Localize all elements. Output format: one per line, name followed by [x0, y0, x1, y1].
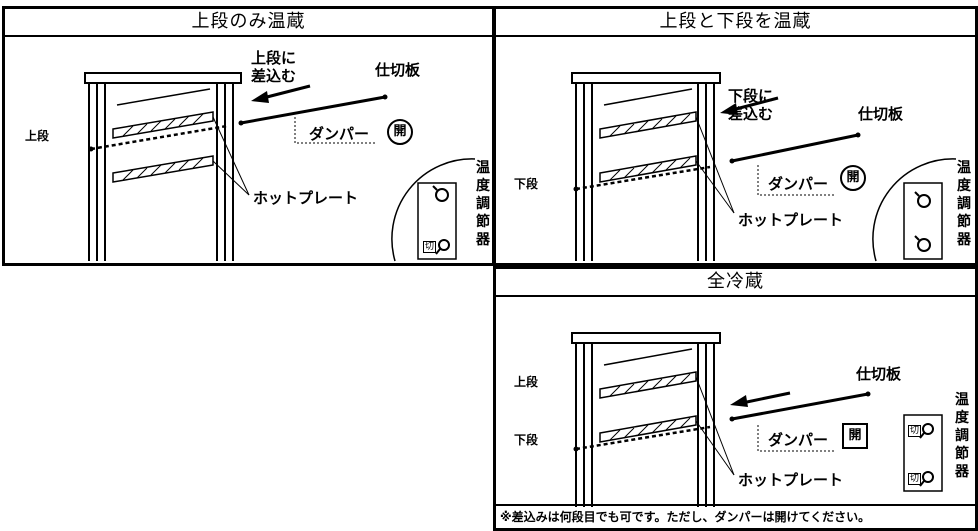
damper-open-badge: 開 [387, 119, 413, 145]
shelf-label: 上段 [25, 129, 50, 143]
switch-off-label-lower: 切 [908, 473, 922, 485]
damper-label: ダンパー [309, 125, 370, 143]
panel-title: 上段のみ温蔵 [5, 9, 492, 37]
partition-inserted [575, 165, 711, 191]
controller-label: 温 度 調 節 器 [956, 159, 972, 249]
hotplate-label: ホットプレート [738, 471, 844, 489]
controller-char: 調 [476, 196, 490, 212]
controller-char: 調 [955, 428, 969, 444]
switch-off-label: 切 [423, 241, 437, 253]
shelf-label: 下段 [514, 177, 539, 191]
controller-char: 温 [476, 160, 490, 176]
partition-label: 仕切板 [858, 105, 904, 123]
controller-char: 器 [955, 464, 969, 480]
controller-char: 度 [957, 178, 971, 194]
controller-char: 器 [476, 232, 490, 248]
hotplate-lower [599, 415, 697, 443]
partition-label: 仕切板 [856, 365, 902, 383]
partition-board [731, 392, 869, 421]
controller-label: 温 度 調 節 器 [475, 159, 491, 249]
controller-char: 器 [957, 232, 971, 248]
cabinet-diagram [84, 72, 476, 262]
damper-label: ダンパー [768, 175, 829, 193]
insert-arrow [720, 96, 779, 115]
insert-arrow [251, 84, 311, 103]
panel-upper-and-lower: 上段と下段を温蔵 [493, 6, 978, 266]
controller-char: 節 [957, 214, 971, 230]
shelf-label-upper: 上段 [514, 375, 539, 389]
footnote: ※差込みは何段目でも可です。ただし、ダンパーは開けてください。 [496, 504, 975, 528]
panel-title: 上段と下段を温蔵 [496, 9, 975, 37]
arrow-label-line1: 下段に [728, 87, 774, 105]
arrow-label-line2: 差込む [728, 105, 774, 123]
shelf-label-lower: 下段 [514, 433, 539, 447]
partition-board [731, 133, 859, 163]
controller-char: 温 [955, 392, 969, 408]
damper-label: ダンパー [768, 431, 829, 449]
damper-open-badge: 開 [842, 423, 868, 449]
hotplate-upper [112, 111, 214, 139]
hotplate-label: ホットプレート [253, 189, 359, 207]
controller-char: 温 [957, 160, 971, 176]
panel-title: 全冷蔵 [496, 269, 975, 297]
arrow-label-line1: 上段に [251, 49, 297, 67]
cabinet-diagram [571, 72, 957, 262]
controller-char: 度 [955, 410, 969, 426]
partition-inserted [90, 124, 228, 151]
controller-char: 調 [957, 196, 971, 212]
remove-arrow [730, 391, 791, 407]
arrow-label-line2: 差込む [251, 67, 297, 85]
hotplate-upper [599, 111, 697, 139]
partition-inserted [575, 425, 711, 451]
controller-char: 度 [476, 178, 490, 194]
controller-char: 節 [476, 214, 490, 230]
switch-off-label-upper: 切 [908, 425, 922, 437]
hotplate-upper [599, 371, 697, 399]
controller-label: 温 度 調 節 器 [954, 391, 970, 481]
panel-upper-only: 上段のみ温蔵 [2, 6, 495, 266]
controller-char: 節 [955, 446, 969, 462]
cabinet-diagram [571, 332, 943, 507]
partition-board [240, 95, 386, 125]
hotplate-label: ホットプレート [738, 211, 844, 229]
hotplate-lower [599, 155, 697, 183]
damper-open-badge: 開 [840, 165, 866, 191]
panel-all-cold: 全冷蔵 [493, 266, 978, 531]
hotplate-lower [112, 155, 214, 183]
partition-label: 仕切板 [375, 61, 421, 79]
